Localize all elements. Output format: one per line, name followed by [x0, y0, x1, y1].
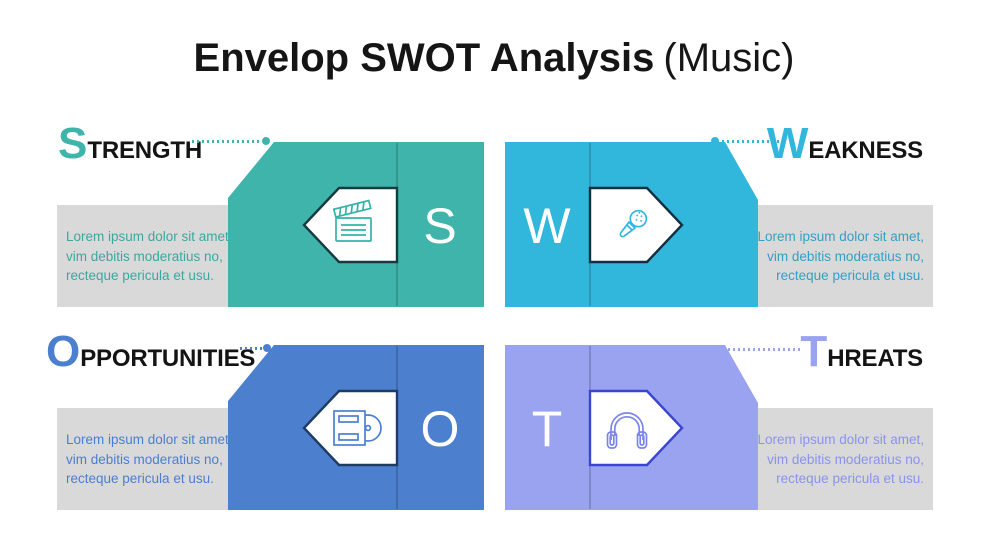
microphone-icon: [619, 209, 648, 238]
clapperboard-icon: [332, 199, 372, 242]
threats-heading-rest: HREATS: [827, 345, 923, 372]
opportunities-connector-dot: [263, 344, 271, 352]
description-line: vim debitis moderatius no,: [767, 248, 924, 264]
threats-letter: T: [532, 401, 563, 457]
strength-heading-initial: S: [58, 119, 88, 168]
description-line: Lorem ipsum dolor sit amet,: [66, 229, 233, 244]
opportunities-letter: O: [421, 401, 460, 457]
description-line: Lorem ipsum dolor sit amet,: [757, 229, 924, 244]
strength-connector-dot: [262, 137, 270, 145]
description-line: recteque pericula et usu.: [776, 471, 924, 486]
weakness-envelope: W: [505, 142, 758, 307]
opportunities-envelope: O: [228, 345, 484, 510]
page-title-main: Envelop SWOT Analysis: [193, 36, 655, 80]
cd-case-icon: [333, 410, 382, 446]
description-line: recteque pericula et usu.: [66, 471, 214, 486]
description-line: vim debitis moderatius no,: [66, 451, 223, 467]
weakness-pentagon: [588, 186, 684, 264]
weakness-heading-rest: EAKNESS: [808, 137, 923, 164]
description-line: Lorem ipsum dolor sit amet,: [66, 432, 233, 447]
strength-heading-rest: TRENGTH: [87, 137, 202, 164]
description-line: vim debitis moderatius no,: [767, 451, 924, 467]
strength-letter: S: [423, 198, 456, 254]
strength-envelope: S: [228, 142, 484, 307]
page-title: Envelop SWOT Analysis(Music): [0, 38, 988, 78]
headphones-icon: [606, 412, 648, 449]
opportunities-heading-initial: O: [46, 327, 81, 376]
description-line: vim debitis moderatius no,: [66, 248, 223, 264]
description-line: recteque pericula et usu.: [66, 268, 214, 283]
threats-heading-initial: T: [800, 327, 828, 376]
weakness-connector-dot: [711, 137, 719, 145]
threats-pentagon: [588, 389, 684, 467]
weakness-letter: W: [523, 198, 571, 254]
description-line: Lorem ipsum dolor sit amet,: [757, 432, 924, 447]
description-line: recteque pericula et usu.: [776, 268, 924, 283]
opportunities-connector-line: [240, 347, 262, 350]
page-title-suffix: (Music): [663, 36, 795, 80]
weakness-heading-initial: W: [766, 119, 809, 168]
opportunities-heading-rest: PPORTUNITIES: [80, 345, 256, 372]
threats-connector-line: [723, 348, 803, 351]
threats-envelope: T: [505, 345, 758, 510]
weakness-connector-line: [722, 140, 786, 143]
strength-connector-line: [192, 140, 260, 143]
